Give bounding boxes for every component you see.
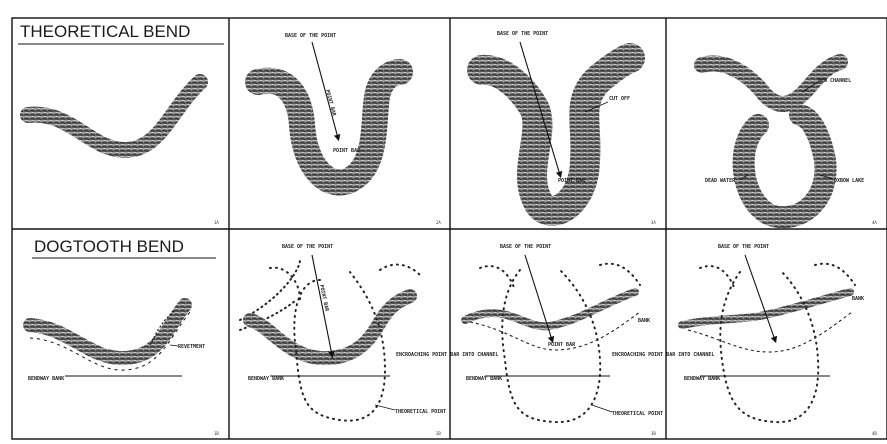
label-bendway-bank: BENDWAY BANK [248,376,284,382]
panel-1b: REVETMENT BENDWAY BANK 1B [28,305,219,436]
leader-line [170,345,178,346]
label-base-of-the-point: BASE OF THE POINT [500,244,551,250]
label-theoretical-point: THEORETICAL POINT [395,409,446,415]
panel-2a: BASE OF THE POINT POINT BAR POINT BAR 2A [258,33,441,225]
panel-4a: NEW CHANNEL DEAD WATER OXBOW LAKE 4A [702,62,877,225]
leader-line [592,405,612,412]
row2-title: DOGTOOTH BEND [34,237,184,256]
label-point-bar: POINT BAR [548,342,576,348]
label-revetment: REVETMENT [178,344,205,350]
label-bendway-bank: BENDWAY BANK [28,376,64,382]
label-base-of-the-point: BASE OF THE POINT [282,244,333,250]
panel-3a: BASE OF THE POINT CUT OFF POINT BAR 3A [482,31,656,225]
label-base-of-the-point: BASE OF THE POINT [718,244,769,250]
leader-line [375,405,395,410]
panel-number: 1B [214,431,219,436]
panel-2b: BASE OF THE POINT POINT BAR BENDWAY BANK… [240,244,498,436]
panel-3b: BASE OF THE POINT POINT BAR BENDWAY BANK… [465,244,714,436]
label-dead-water: DEAD WATER [705,178,736,184]
label-bendway-bank: BENDWAY BANK [684,376,720,382]
label-point-bar-vertical: POINT BAR [318,284,330,313]
panel-number: 3A [651,220,656,225]
label-base-of-the-point: BASE OF THE POINT [497,31,548,37]
panel-number: 3B [651,431,656,436]
panel-number: 2B [436,431,441,436]
label-point-bar: POINT BAR [333,148,361,154]
panel-number: 4B [872,431,877,436]
flow-arrow [745,255,775,340]
label-new-channel: NEW CHANNEL [818,78,851,84]
label-bendway-bank: BENDWAY BANK [466,376,502,382]
label-point-bar: POINT BAR [558,178,586,184]
panel-number: 4A [872,220,877,225]
panel-number: 2A [436,220,441,225]
label-encroaching-point-bar: ENCROACHING POINT BAR INTO CHANNEL [612,352,714,358]
label-cut-off: CUT OFF [609,96,630,102]
label-base-of-the-point: BASE OF THE POINT [285,33,336,39]
label-theoretical-point: THEORETICAL POINT [612,411,663,417]
label-bank: BANK [852,296,864,302]
row1-title: THEORETICAL BEND [20,22,190,41]
label-oxbow-lake: OXBOW LAKE [834,178,864,184]
label-encroaching-point-bar: ENCROACHING POINT BAR INTO CHANNEL [396,352,498,358]
panel-1a: 1A [28,82,219,225]
label-point-bar-vertical: POINT BAR [324,89,337,118]
panel-4b: BASE OF THE POINT BENDWAY BANK BANK 4B [682,244,877,436]
panel-number: 1A [214,220,219,225]
label-bank: BANK [638,318,650,324]
